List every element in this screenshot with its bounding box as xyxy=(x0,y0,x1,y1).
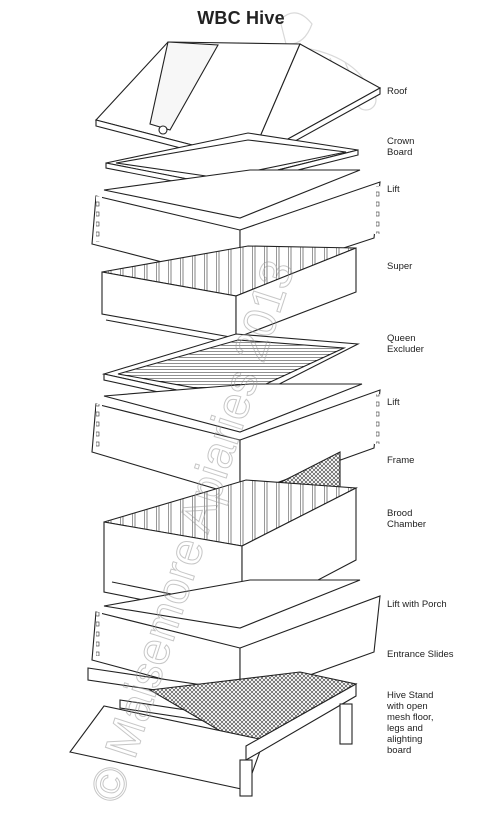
diagram-title: WBC Hive xyxy=(197,8,285,28)
label-super: Super xyxy=(387,261,413,272)
label-entrance-slides: Entrance Slides xyxy=(387,649,454,660)
label-crown-board: Crown Board xyxy=(387,136,415,158)
label-frame: Frame xyxy=(387,455,415,466)
super-part xyxy=(101,245,357,345)
lift-2-part xyxy=(91,383,381,497)
label-queen-excluder: Queen Excluder xyxy=(387,333,424,355)
lift-with-porch-part xyxy=(91,579,381,701)
label-roof: Roof xyxy=(387,86,408,97)
label-hive-stand: Hive Stand with open mesh floor, legs an… xyxy=(387,690,434,756)
label-brood-chamber: Brood Chamber xyxy=(387,508,427,530)
label-lift-1: Lift xyxy=(387,184,400,195)
label-lift-with-porch: Lift with Porch xyxy=(387,599,447,610)
roof-part xyxy=(94,41,382,167)
label-lift-2: Lift xyxy=(387,397,400,408)
hive-stand-part xyxy=(69,671,358,797)
